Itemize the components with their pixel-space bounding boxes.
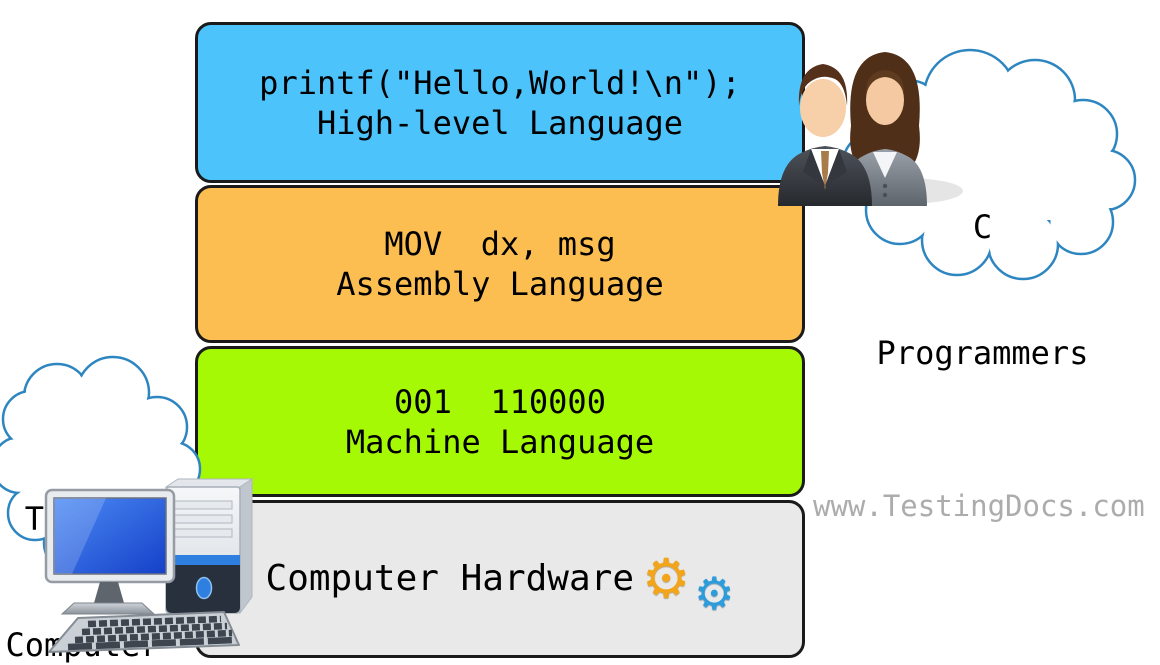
assembly-code-text: MOV dx, msg (384, 225, 616, 263)
layer-assembly-language: MOV dx, msg Assembly Language (195, 185, 805, 343)
gear-blue-icon: ⚙ (694, 567, 735, 620)
high-level-code-text: printf("Hello,World!\n"); (259, 63, 741, 102)
machine-code-text: 001 110000 (394, 382, 606, 421)
machine-label: Machine Language (345, 422, 655, 461)
programmers-cloud-label: C Programmers (855, 122, 1110, 458)
programmers-line2: Programmers (876, 334, 1089, 372)
programmers-line1: C (972, 208, 993, 246)
hardware-label: Computer Hardware (265, 558, 634, 599)
layer-machine-language: 001 110000 Machine Language (195, 346, 805, 497)
high-level-label: High-level Language (316, 103, 684, 142)
assembly-label: Assembly Language (336, 265, 664, 303)
watermark-text: www.TestingDocs.com (813, 489, 1145, 523)
layer-high-level-language: printf("Hello,World!\n"); High-level Lan… (195, 22, 805, 183)
gear-orange-icon: ⚙ (642, 547, 691, 610)
layer-computer-hardware: Computer Hardware ⚙ ⚙ (195, 500, 805, 658)
gears-icon: ⚙ ⚙ (642, 547, 734, 617)
desktop-computer-icon (44, 478, 254, 653)
c-programmers-icon (778, 52, 963, 206)
